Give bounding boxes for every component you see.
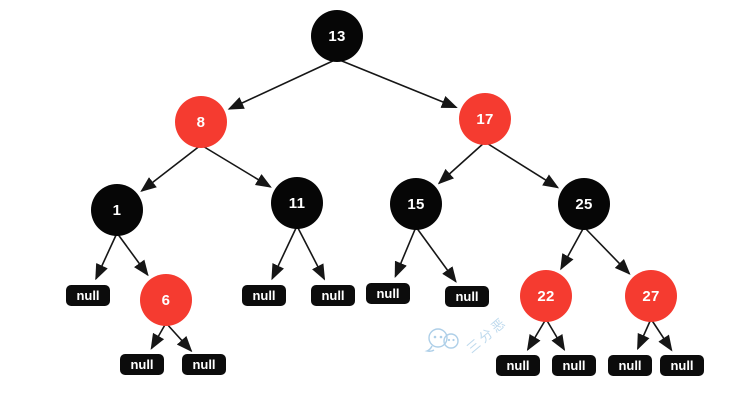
- null-leaf-n15R: null: [445, 286, 489, 307]
- edge-17-15: [437, 141, 486, 185]
- tree-node-6: 6: [140, 274, 192, 326]
- null-leaf-n11R: null: [311, 285, 355, 306]
- null-leaf-n27R: null: [660, 355, 704, 376]
- tree-node-13: 13: [311, 10, 363, 62]
- edge-17-25: [484, 141, 560, 189]
- edge-22-n22L: [526, 318, 547, 352]
- edge-11-n11L: [271, 225, 298, 281]
- edge-15-n15R: [415, 226, 457, 283]
- edge-15-n15L: [394, 226, 417, 278]
- null-leaf-n22R: null: [552, 355, 596, 376]
- edge-13-8: [227, 58, 338, 110]
- tree-node-8: 8: [175, 96, 227, 148]
- null-leaf-n11L: null: [242, 285, 286, 306]
- null-leaf-n6R: null: [182, 354, 226, 375]
- tree-node-15: 15: [390, 178, 442, 230]
- tree-node-1: 1: [91, 184, 143, 236]
- null-leaf-n15L: null: [366, 283, 410, 304]
- null-leaf-n27L: null: [608, 355, 652, 376]
- edge-13-17: [336, 58, 458, 109]
- edge-25-27: [583, 226, 631, 275]
- null-leaf-n1L: null: [66, 285, 110, 306]
- edge-1-6: [116, 232, 149, 277]
- null-leaf-n6L: null: [120, 354, 164, 375]
- edge-27-n27L: [637, 318, 652, 351]
- tree-node-17: 17: [459, 93, 511, 145]
- tree-node-27: 27: [625, 270, 677, 322]
- edge-6-n6R: [165, 322, 193, 353]
- edge-22-n22R: [545, 318, 566, 352]
- edge-8-1: [140, 144, 202, 193]
- edge-25-22: [560, 226, 585, 271]
- edge-1-n1L: [95, 232, 118, 281]
- edge-8-11: [200, 144, 272, 188]
- tree-node-22: 22: [520, 270, 572, 322]
- tree-node-25: 25: [558, 178, 610, 230]
- tree-node-11: 11: [271, 177, 323, 229]
- null-leaf-n22L: null: [496, 355, 540, 376]
- edge-11-n11R: [296, 225, 326, 281]
- edge-27-n27R: [650, 318, 673, 352]
- edge-6-n6L: [150, 322, 167, 350]
